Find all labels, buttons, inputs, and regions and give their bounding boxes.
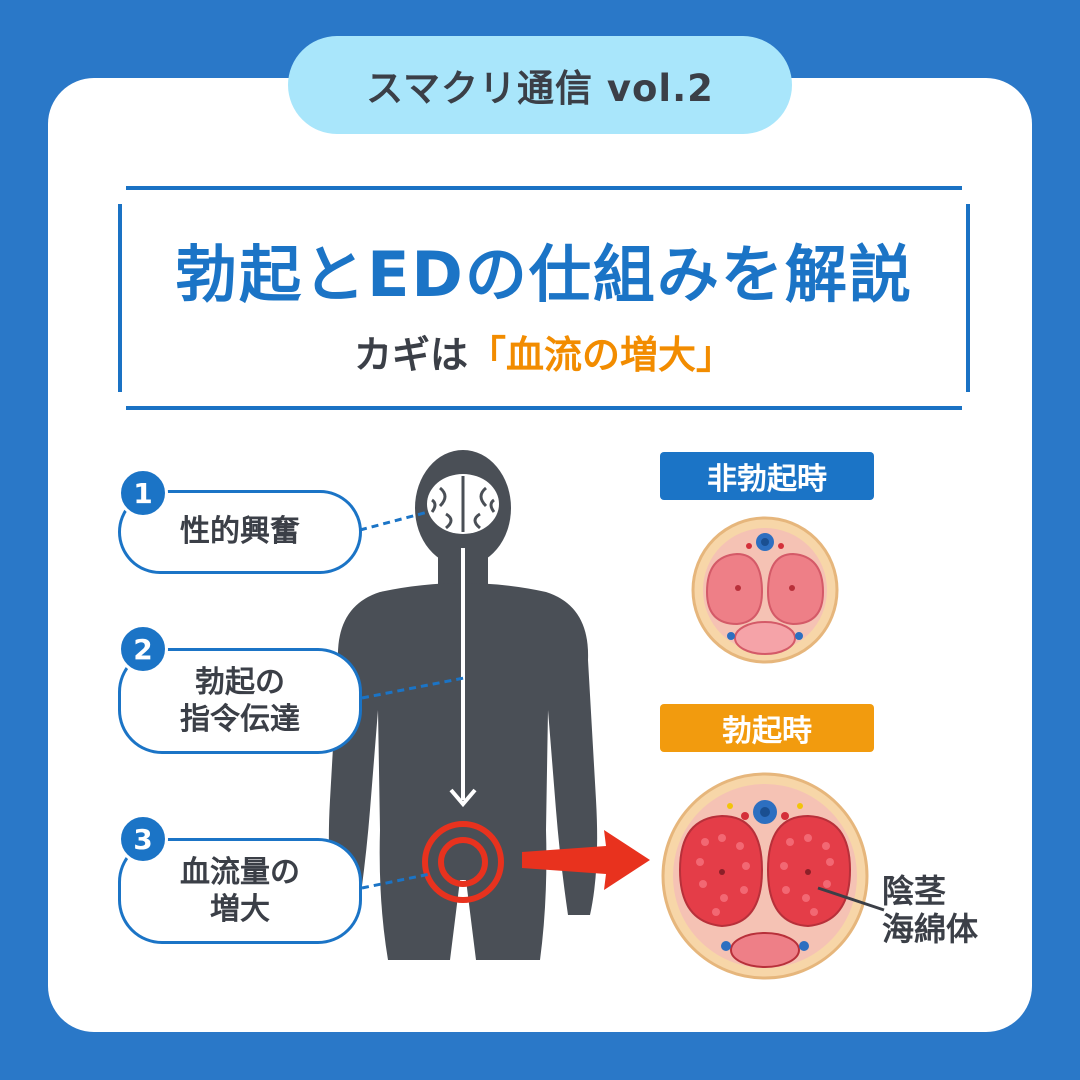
erect-label: 勃起時 [660,704,874,752]
brain-icon [427,474,499,534]
series-label-text: スマクリ通信 vol.2 [366,67,714,110]
step-2-badge: 2 [118,624,168,674]
annotation-leader [817,886,885,912]
step-1-number: 1 [133,476,153,510]
step-2-number: 2 [133,632,153,666]
series-label: スマクリ通信 vol.2 [288,36,792,134]
frame-right-line [966,204,970,392]
step-2-line1: 勃起の [195,664,285,700]
step-2-label: 勃起の指令伝達 [118,648,362,754]
step-3-line2: 増大 [210,892,270,927]
non-erect-cross-section [691,516,839,664]
annotation-line1: 陰茎 [882,872,947,910]
title-frame: 勃起とEDの仕組みを解説 カギは「血流の増大」 [118,186,970,410]
subtitle-accent: 「血流の増大」 [468,333,735,377]
step-3-text: 血流量の増大 [180,854,300,929]
step-2-line2: 指令伝達 [180,702,300,737]
page-title: 勃起とEDの仕組みを解説 [175,238,913,311]
signal-arrow [449,548,477,808]
non-erect-label-text: 非勃起時 [707,462,827,497]
annotation-line2: 海綿体 [882,910,979,949]
step-3-number: 3 [133,822,153,856]
erect-cross-section [661,772,869,980]
frame-top-line [126,186,962,190]
corpus-cavernosum-label: 陰茎海綿体 [882,872,978,949]
step-3-badge: 3 [118,814,168,864]
step-2-text: 勃起の指令伝達 [180,664,300,739]
frame-left-line [118,204,122,392]
step-3-line1: 血流量の [180,854,300,890]
subtitle-prefix: カギは [353,333,468,377]
subtitle: カギは「血流の増大」 [118,324,970,379]
erect-label-text: 勃起時 [722,714,812,749]
connector-line-2 [361,676,465,700]
flow-arrow [522,830,650,890]
step-1-badge: 1 [118,468,168,518]
step-1-text: 性的興奮 [180,514,300,550]
blood-flow-target-icon [422,821,504,903]
non-erect-label: 非勃起時 [660,452,874,500]
frame-bottom-line [126,406,962,410]
